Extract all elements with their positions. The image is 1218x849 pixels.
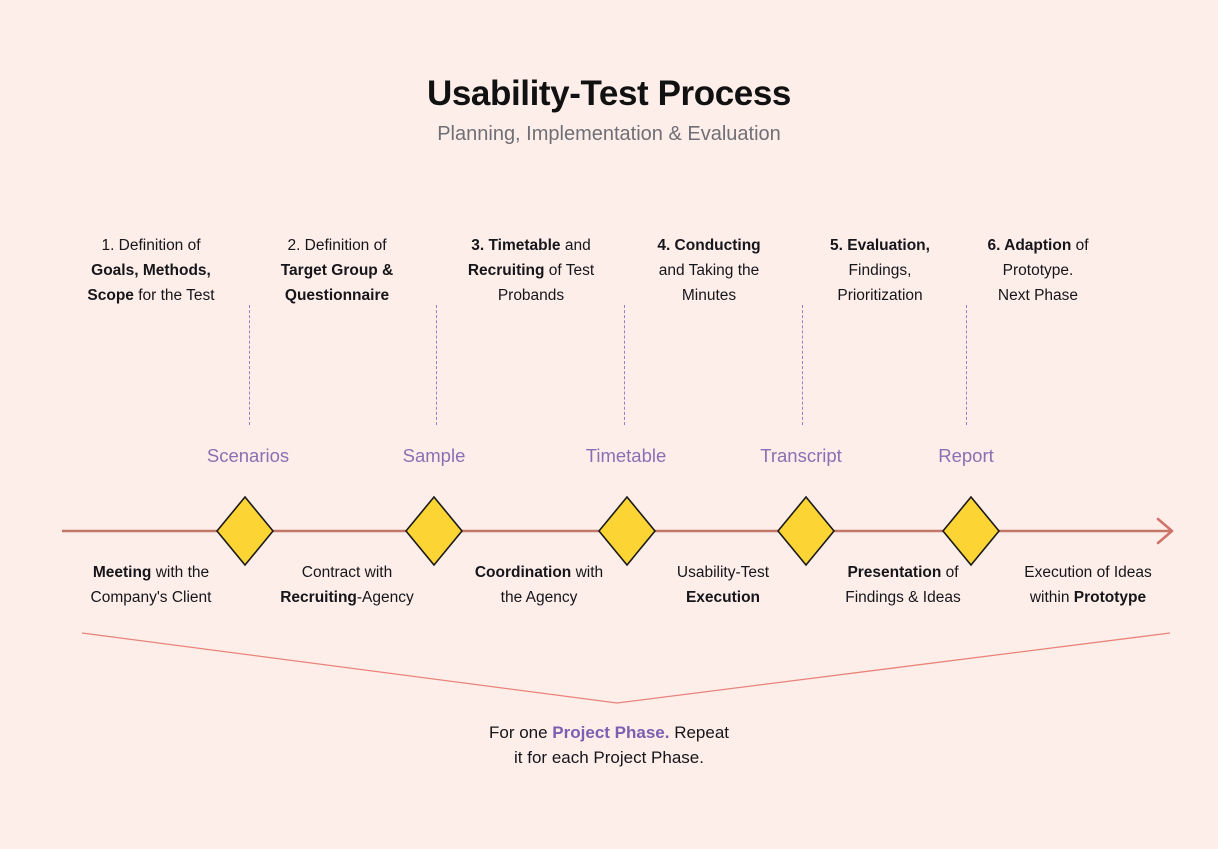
phase-column-1: 1. Definition of Goals, Methods, Scope f…: [40, 233, 262, 308]
milestone-diamond-5: [941, 495, 1001, 567]
phase-3-line-1: 3. Timetable and: [471, 237, 591, 254]
footer-line-1: For one Project Phase. Repeat: [488, 723, 730, 742]
phase-row: 1. Definition of Goals, Methods, Scope f…: [0, 233, 1218, 313]
milestone-diamond-1: [215, 495, 275, 567]
deliverable-label-2: Sample: [402, 445, 466, 466]
milestone-1-line-2: Company's Client: [90, 589, 212, 606]
milestone-6-line-1: Execution of Ideas: [1024, 564, 1152, 581]
phase-1-line-3: Scope for the Test: [87, 287, 215, 304]
phase-divider-1: [249, 305, 250, 425]
milestone-label-5: Presentation of Findings & Ideas: [812, 560, 994, 610]
bracket-line: [81, 632, 1171, 704]
milestone-label-2: Contract with Recruiting-Agency: [246, 560, 448, 610]
phase-5-line-3: Prioritization: [837, 287, 923, 304]
milestone-5-line-1: Presentation of: [847, 564, 959, 581]
phase-divider-2: [436, 305, 437, 425]
phase-column-4: 4. Conducting and Taking the Minutes: [622, 233, 796, 308]
milestone-label-1: Meeting with the Company's Client: [48, 560, 254, 610]
phase-6-line-2: Prototype.: [1002, 262, 1074, 279]
phase-column-2: 2. Definition of Target Group & Question…: [240, 233, 434, 308]
footer-note: For one Project Phase. Repeat it for eac…: [0, 720, 1218, 770]
milestone-5-line-2: Findings & Ideas: [845, 589, 961, 606]
phase-4-line-3: Minutes: [681, 287, 737, 304]
phase-1-line-2: Goals, Methods,: [91, 262, 211, 279]
footer-line-2: it for each Project Phase.: [514, 748, 704, 767]
milestone-diamond-group: [215, 495, 1001, 567]
deliverable-label-5: Report: [938, 445, 994, 466]
phase-3-line-2: Recruiting of Test: [467, 262, 595, 279]
phase-divider-4: [802, 305, 803, 425]
milestone-2-line-2: Recruiting-Agency: [280, 589, 414, 606]
phase-4-line-2: and Taking the: [658, 262, 760, 279]
milestone-3-line-2: the Agency: [500, 589, 578, 606]
milestone-4-line-2: Execution: [685, 589, 761, 606]
milestone-label-6: Execution of Ideas within Prototype: [994, 560, 1182, 610]
deliverable-label-1: Scenarios: [206, 445, 290, 466]
milestone-diamond-2: [404, 495, 464, 567]
phase-4-line-1: 4. Conducting: [657, 237, 761, 254]
milestone-diamond-4: [776, 495, 836, 567]
milestone-6-line-2: within Prototype: [1029, 589, 1147, 606]
page-subtitle: Planning, Implementation & Evaluation: [437, 123, 781, 146]
phase-column-3: 3. Timetable and Recruiting of Test Prob…: [432, 233, 630, 308]
phase-5-line-1: 5. Evaluation,: [830, 237, 930, 254]
phase-column-5: 5. Evaluation, Findings, Prioritization: [795, 233, 965, 308]
phase-5-line-2: Findings,: [848, 262, 912, 279]
repeat-scope-bracket: [81, 632, 1171, 704]
phase-2-line-3: Questionnaire: [284, 287, 390, 304]
phase-column-6: 6. Adaption of Prototype. Next Phase: [960, 233, 1116, 308]
phase-6-line-3: Next Phase: [997, 287, 1079, 304]
footer-accent-text: Project Phase.: [552, 723, 670, 742]
milestone-label-3: Coordination with the Agency: [443, 560, 635, 610]
milestone-4-line-1: Usability-Test: [676, 564, 770, 581]
milestone-diamond-3: [597, 495, 657, 567]
phase-1-line-1: 1. Definition of: [101, 237, 201, 254]
milestone-1-line-1: Meeting with the: [92, 564, 210, 581]
milestone-2-line-1: Contract with: [301, 564, 393, 581]
phase-divider-5: [966, 305, 967, 425]
phase-6-line-1: 6. Adaption of: [987, 237, 1089, 254]
deliverable-label-4: Transcript: [760, 445, 842, 466]
timeline-arrowhead-icon: [1156, 517, 1174, 545]
timeline: [62, 495, 1174, 567]
phase-2-line-2: Target Group &: [280, 262, 394, 279]
phase-3-line-3: Probands: [497, 287, 565, 304]
milestone-3-line-1: Coordination with: [474, 564, 604, 581]
deliverable-label-3: Timetable: [585, 445, 667, 466]
header: Usability-Test Process Planning, Impleme…: [0, 74, 1218, 146]
phase-divider-3: [624, 305, 625, 425]
page-title: Usability-Test Process: [426, 74, 792, 113]
milestone-label-4: Usability-Test Execution: [637, 560, 809, 610]
phase-2-line-1: 2. Definition of: [287, 237, 387, 254]
